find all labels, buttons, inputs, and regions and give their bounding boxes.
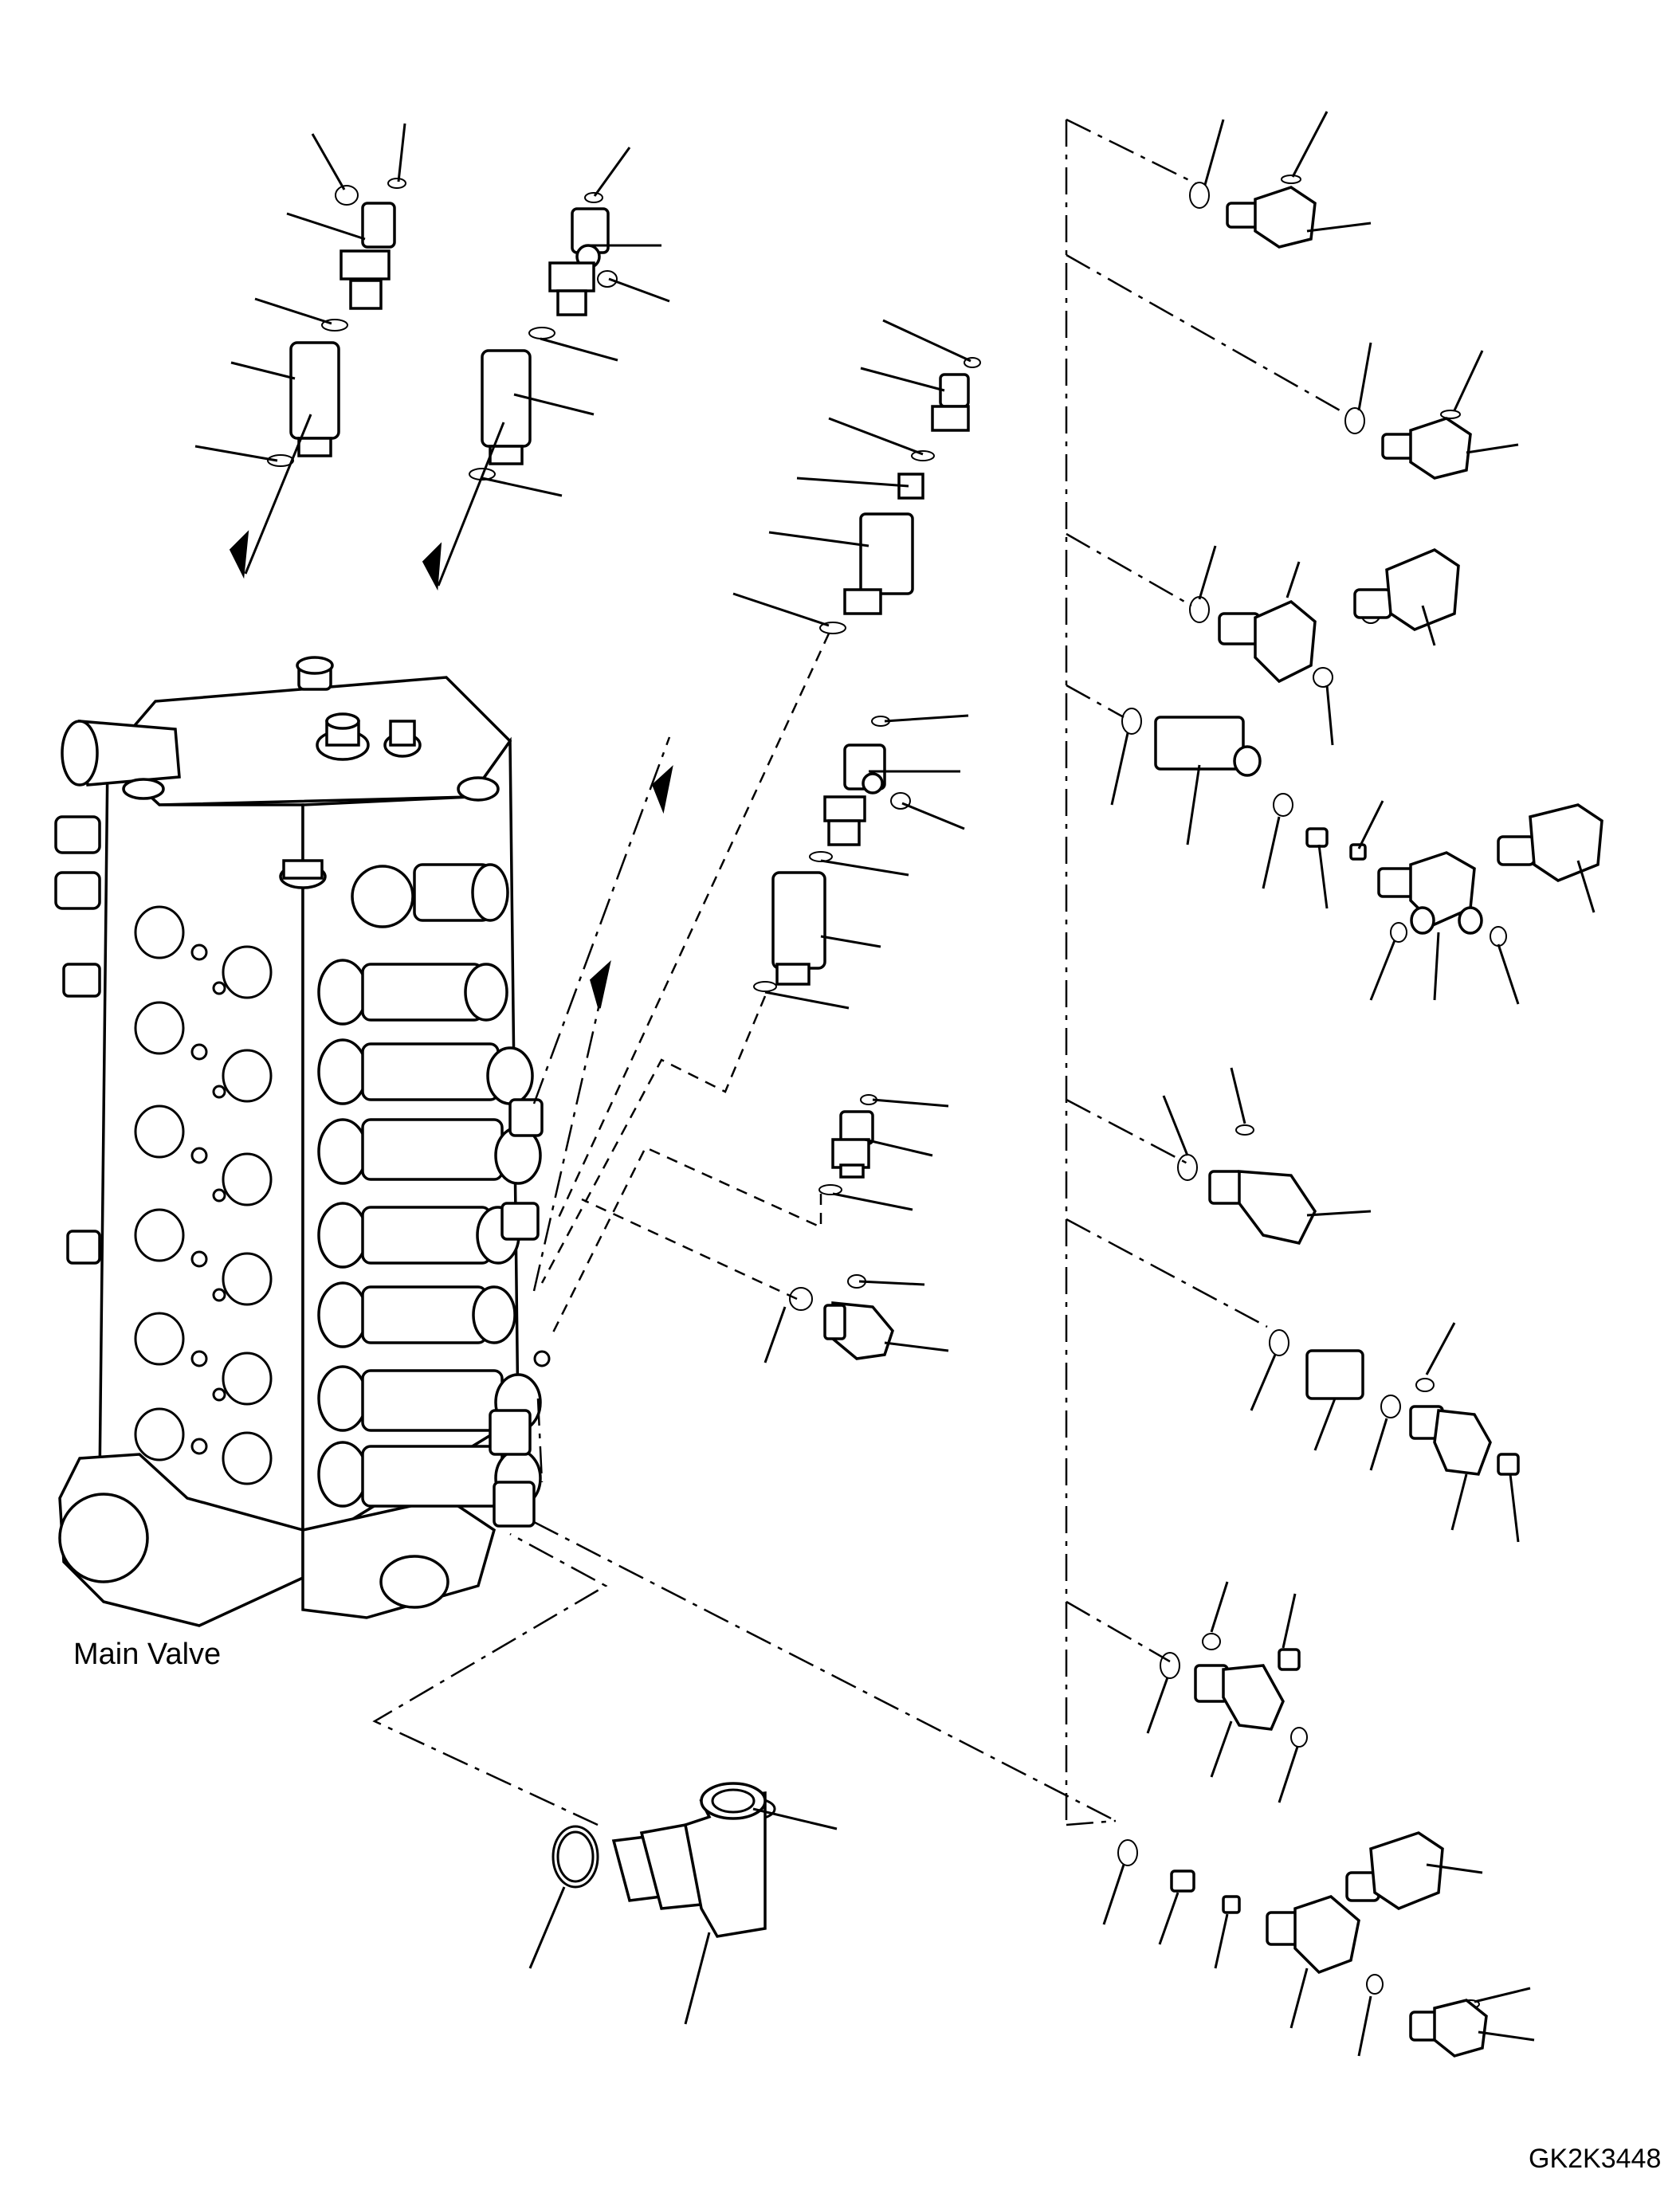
right-elbow-2	[1344, 342, 1519, 480]
large-elbow-group	[372, 1532, 838, 2025]
fitting-stack-a	[194, 123, 406, 579]
right-elbow-1	[1189, 111, 1372, 249]
right-tee-sensor-1	[1189, 545, 1460, 746]
right-cross-sensor-2	[1110, 708, 1603, 1005]
connector-lines	[532, 118, 1348, 1826]
right-tee-3	[1146, 1581, 1308, 1803]
main-valve-label: Main Valve	[73, 1638, 222, 1671]
right-bottom-tee-sensor	[1102, 1831, 1535, 2058]
fitting-group-f	[581, 1198, 949, 1363]
right-angled-fitting	[1162, 1067, 1372, 1246]
fitting-stack-d	[540, 714, 969, 1284]
fitting-group-e	[548, 1094, 949, 1340]
fitting-stack-c	[556, 319, 981, 1220]
right-adapter-swivel	[1250, 1322, 1520, 1543]
main-valve-body	[54, 656, 551, 1627]
fitting-stack-b	[422, 147, 670, 591]
front-port-pattern	[134, 905, 273, 1485]
drawing-code-label: GK2K3448	[1529, 2144, 1662, 2174]
spool-caps	[317, 863, 551, 1528]
